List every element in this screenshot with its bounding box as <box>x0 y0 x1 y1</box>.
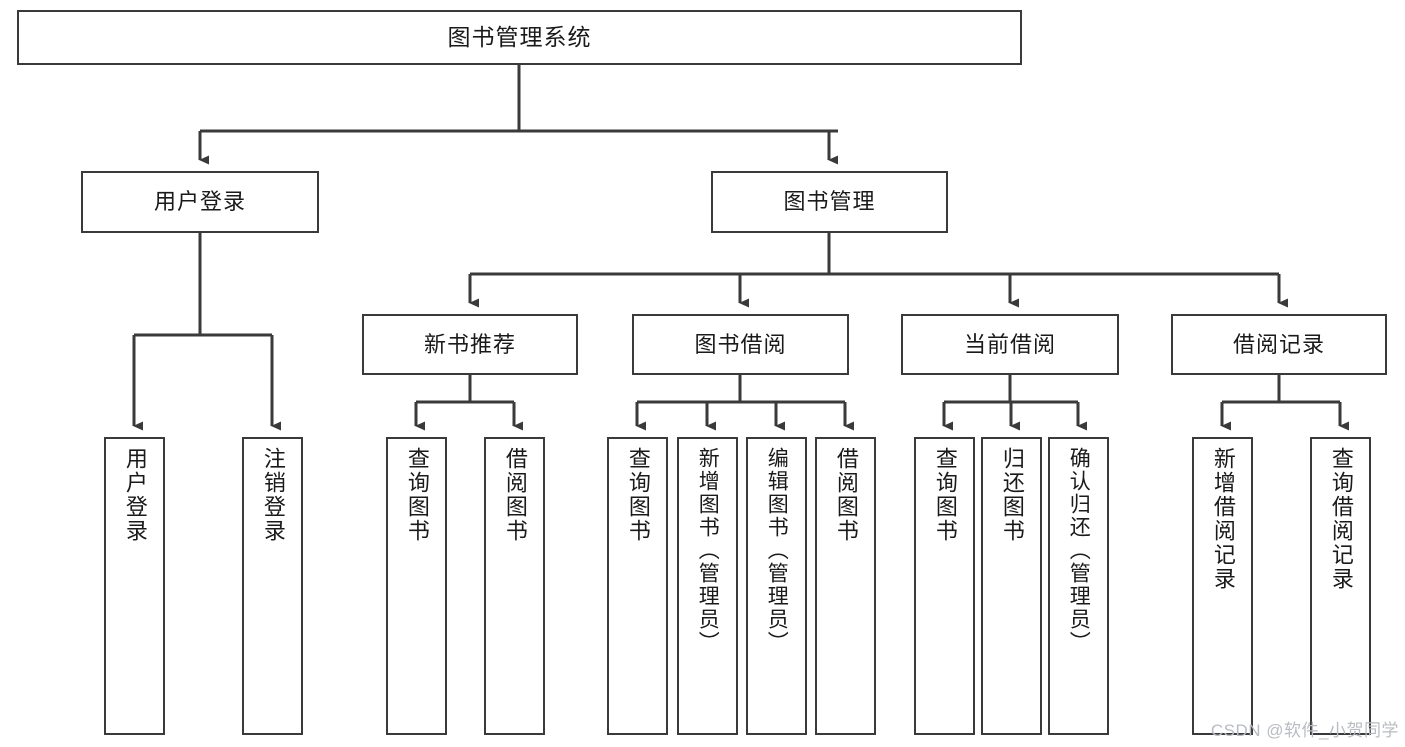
node-new-book-recommend[interactable]: 新书推荐 <box>362 314 578 375</box>
node-book-management-label: 图书管理 <box>783 189 876 215</box>
leaf-logout-label: 注销登录 <box>260 447 286 543</box>
leaf-add-borrow-record[interactable]: 新增借阅记录 <box>1192 437 1253 735</box>
leaf-query-book-current[interactable]: 查询图书 <box>914 437 975 735</box>
leaf-lend-book[interactable]: 借阅图书 <box>815 437 876 735</box>
leaf-confirm-return-admin[interactable]: 确认归还（管理员） <box>1048 437 1109 735</box>
node-borrow-records-label: 借阅记录 <box>1232 331 1325 357</box>
leaf-user-login-label: 用户登录 <box>122 447 148 543</box>
leaf-query-book-newbook[interactable]: 查询图书 <box>386 437 447 735</box>
node-current-borrow[interactable]: 当前借阅 <box>901 314 1119 375</box>
node-borrow-records[interactable]: 借阅记录 <box>1171 314 1387 375</box>
leaf-query-book-newbook-label: 查询图书 <box>404 447 430 543</box>
node-book-management[interactable]: 图书管理 <box>711 171 948 233</box>
leaf-add-book-admin[interactable]: 新增图书（管理员） <box>677 437 738 735</box>
leaf-logout[interactable]: 注销登录 <box>242 437 303 735</box>
leaf-edit-book-admin-label: 编辑图书（管理员） <box>765 447 789 654</box>
leaf-add-borrow-record-label: 新增借阅记录 <box>1210 447 1236 591</box>
node-user-login-label: 用户登录 <box>153 189 246 215</box>
leaf-borrow-book-newbook-label: 借阅图书 <box>502 447 528 543</box>
leaf-query-book-current-label: 查询图书 <box>932 447 958 543</box>
leaf-query-book-borrow-label: 查询图书 <box>625 447 651 543</box>
leaf-query-book-borrow[interactable]: 查询图书 <box>607 437 668 735</box>
leaf-edit-book-admin[interactable]: 编辑图书（管理员） <box>746 437 807 735</box>
node-current-borrow-label: 当前借阅 <box>963 331 1056 357</box>
node-root[interactable]: 图书管理系统 <box>17 10 1022 65</box>
leaf-query-borrow-record-label: 查询借阅记录 <box>1328 447 1354 591</box>
node-book-borrow-label: 图书借阅 <box>694 331 787 357</box>
leaf-return-book[interactable]: 归还图书 <box>981 437 1042 735</box>
leaf-confirm-return-admin-label: 确认归还（管理员） <box>1067 447 1091 654</box>
leaf-borrow-book-newbook[interactable]: 借阅图书 <box>484 437 545 735</box>
node-new-book-recommend-label: 新书推荐 <box>423 331 516 357</box>
node-user-login[interactable]: 用户登录 <box>81 171 319 233</box>
leaf-return-book-label: 归还图书 <box>999 447 1025 543</box>
leaf-user-login[interactable]: 用户登录 <box>104 437 165 735</box>
node-root-label: 图书管理系统 <box>447 23 592 50</box>
leaf-add-book-admin-label: 新增图书（管理员） <box>696 447 720 654</box>
node-book-borrow[interactable]: 图书借阅 <box>632 314 849 375</box>
leaf-query-borrow-record[interactable]: 查询借阅记录 <box>1310 437 1371 735</box>
leaf-lend-book-label: 借阅图书 <box>833 447 859 543</box>
